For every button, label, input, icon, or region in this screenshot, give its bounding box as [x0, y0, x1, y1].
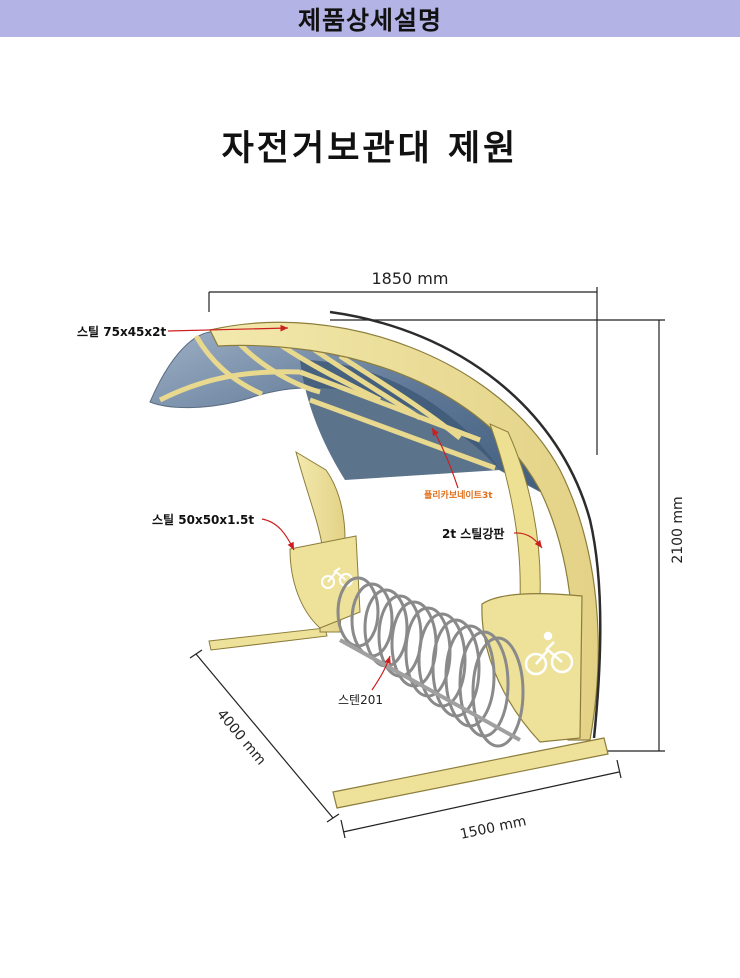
callout-stainless: 스텐201 [338, 655, 391, 707]
label-steel-tube: 스틸 50x50x1.5t [152, 513, 254, 527]
dimension-width-bottom: 1500 mm [459, 813, 528, 843]
front-foot-rail [332, 737, 609, 809]
front-arch-frame [209, 321, 599, 741]
callout-steel-plate: 2t 스틸강판 [442, 526, 543, 549]
dimension-height-label: 2100 mm [670, 496, 686, 563]
bike-shelter [149, 310, 609, 809]
dimension-depth: 4000 mm [189, 649, 340, 823]
front-bike-icon [524, 631, 574, 676]
dimension-height: 2100 mm [330, 319, 686, 752]
label-steel-plate: 2t 스틸강판 [442, 526, 504, 541]
callout-steel-tube: 스틸 50x50x1.5t [152, 513, 295, 551]
label-polycarbonate: 폴리카보네이트3t [424, 489, 493, 501]
label-steel-frame: 스틸 75x45x2t [77, 325, 166, 339]
label-stainless: 스텐201 [338, 693, 383, 707]
dimension-top: 1850 mm [208, 269, 598, 455]
callout-polycarbonate: 폴리카보네이트3t [424, 427, 493, 501]
header-title: 제품상세설명 [297, 5, 442, 35]
page-title: 자전거보관대 제원 [221, 129, 519, 169]
rear-foot-rail [208, 627, 328, 651]
front-arch-rim [329, 310, 602, 739]
header-bar: 제품상세설명 [0, 0, 740, 37]
front-side-panel [481, 593, 583, 743]
stainless-rack [336, 576, 525, 748]
callout-steel-frame: 스틸 75x45x2t [77, 324, 289, 339]
dimension-width-top: 1850 mm [372, 269, 449, 288]
dimension-depth-label: 4000 mm [213, 706, 269, 768]
